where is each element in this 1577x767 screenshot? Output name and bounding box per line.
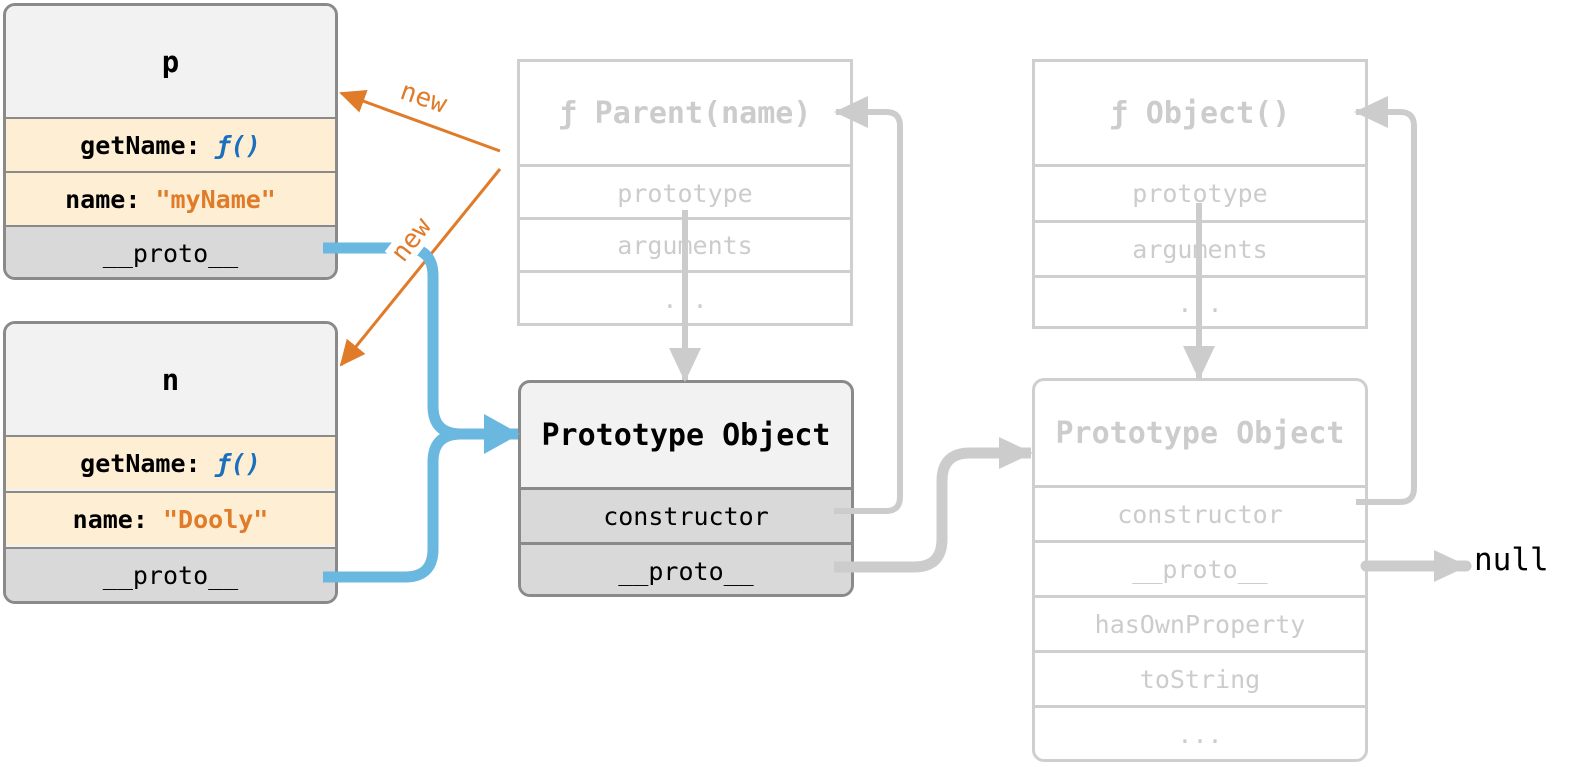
getname-key: getName: (80, 130, 201, 160)
name-value: "myName" (155, 184, 276, 214)
instance-p-proto-row: __proto__ (6, 225, 335, 277)
parent-function: ƒ Parent(name) prototype arguments ... (517, 59, 853, 326)
name-key: name: (72, 504, 148, 534)
parent-arguments-row: arguments (520, 217, 850, 270)
parent-prototype-row: prototype (520, 164, 850, 220)
name-value: "Dooly" (162, 504, 269, 534)
prototype-proto-arrow (834, 437, 1033, 573)
objproto-proto-row: __proto__ (1035, 540, 1365, 595)
object-prototype-title: Prototype Object (1055, 415, 1345, 451)
objproto-tostring-row: toString (1035, 650, 1365, 705)
objproto-hasownproperty-row: hasOwnProperty (1035, 595, 1365, 650)
instance-n-proto-row: __proto__ (6, 547, 335, 601)
new-label-n: new (384, 211, 439, 269)
proto-link-n (323, 428, 518, 583)
name-key: name: (65, 184, 141, 214)
parent-ellipsis-row: ... (520, 270, 850, 323)
parent-function-title: ƒ Parent(name) (558, 95, 812, 131)
getname-value: ƒ() (215, 130, 261, 160)
object-arguments-row: arguments (1035, 220, 1365, 275)
object-function: ƒ Object() prototype arguments ... (1032, 59, 1368, 329)
instance-n: n getName: ƒ() name: "Dooly" __proto__ (3, 321, 338, 604)
objproto-ellipsis-row: ... (1035, 705, 1365, 759)
prototype-object-title: Prototype Object (541, 417, 831, 453)
objproto-constructor-row: constructor (1035, 485, 1365, 540)
prototype-constructor-row: constructor (521, 487, 851, 542)
instance-p-getname-row: getName: ƒ() (6, 117, 335, 171)
object-ellipsis-row: ... (1035, 275, 1365, 326)
object-prototype-row: prototype (1035, 164, 1365, 220)
prototype-object: Prototype Object constructor __proto__ (518, 380, 854, 597)
instance-p-name-row: name: "myName" (6, 171, 335, 225)
instance-p: p getName: ƒ() name: "myName" __proto__ (3, 3, 338, 280)
instance-n-getname-row: getName: ƒ() (6, 435, 335, 489)
getname-value: ƒ() (215, 448, 261, 478)
object-function-title: ƒ Object() (1109, 95, 1291, 131)
instance-n-title: n (6, 324, 335, 435)
new-arrow-to-n (339, 168, 502, 367)
instance-p-title: p (6, 6, 335, 117)
prototype-proto-row: __proto__ (521, 542, 851, 594)
null-label: null (1474, 542, 1549, 578)
getname-key: getName: (80, 448, 201, 478)
instance-n-name-row: name: "Dooly" (6, 491, 335, 545)
object-prototype-object: Prototype Object constructor __proto__ h… (1032, 378, 1368, 762)
new-label-p: new (394, 76, 453, 120)
proto-link-p (323, 242, 520, 454)
